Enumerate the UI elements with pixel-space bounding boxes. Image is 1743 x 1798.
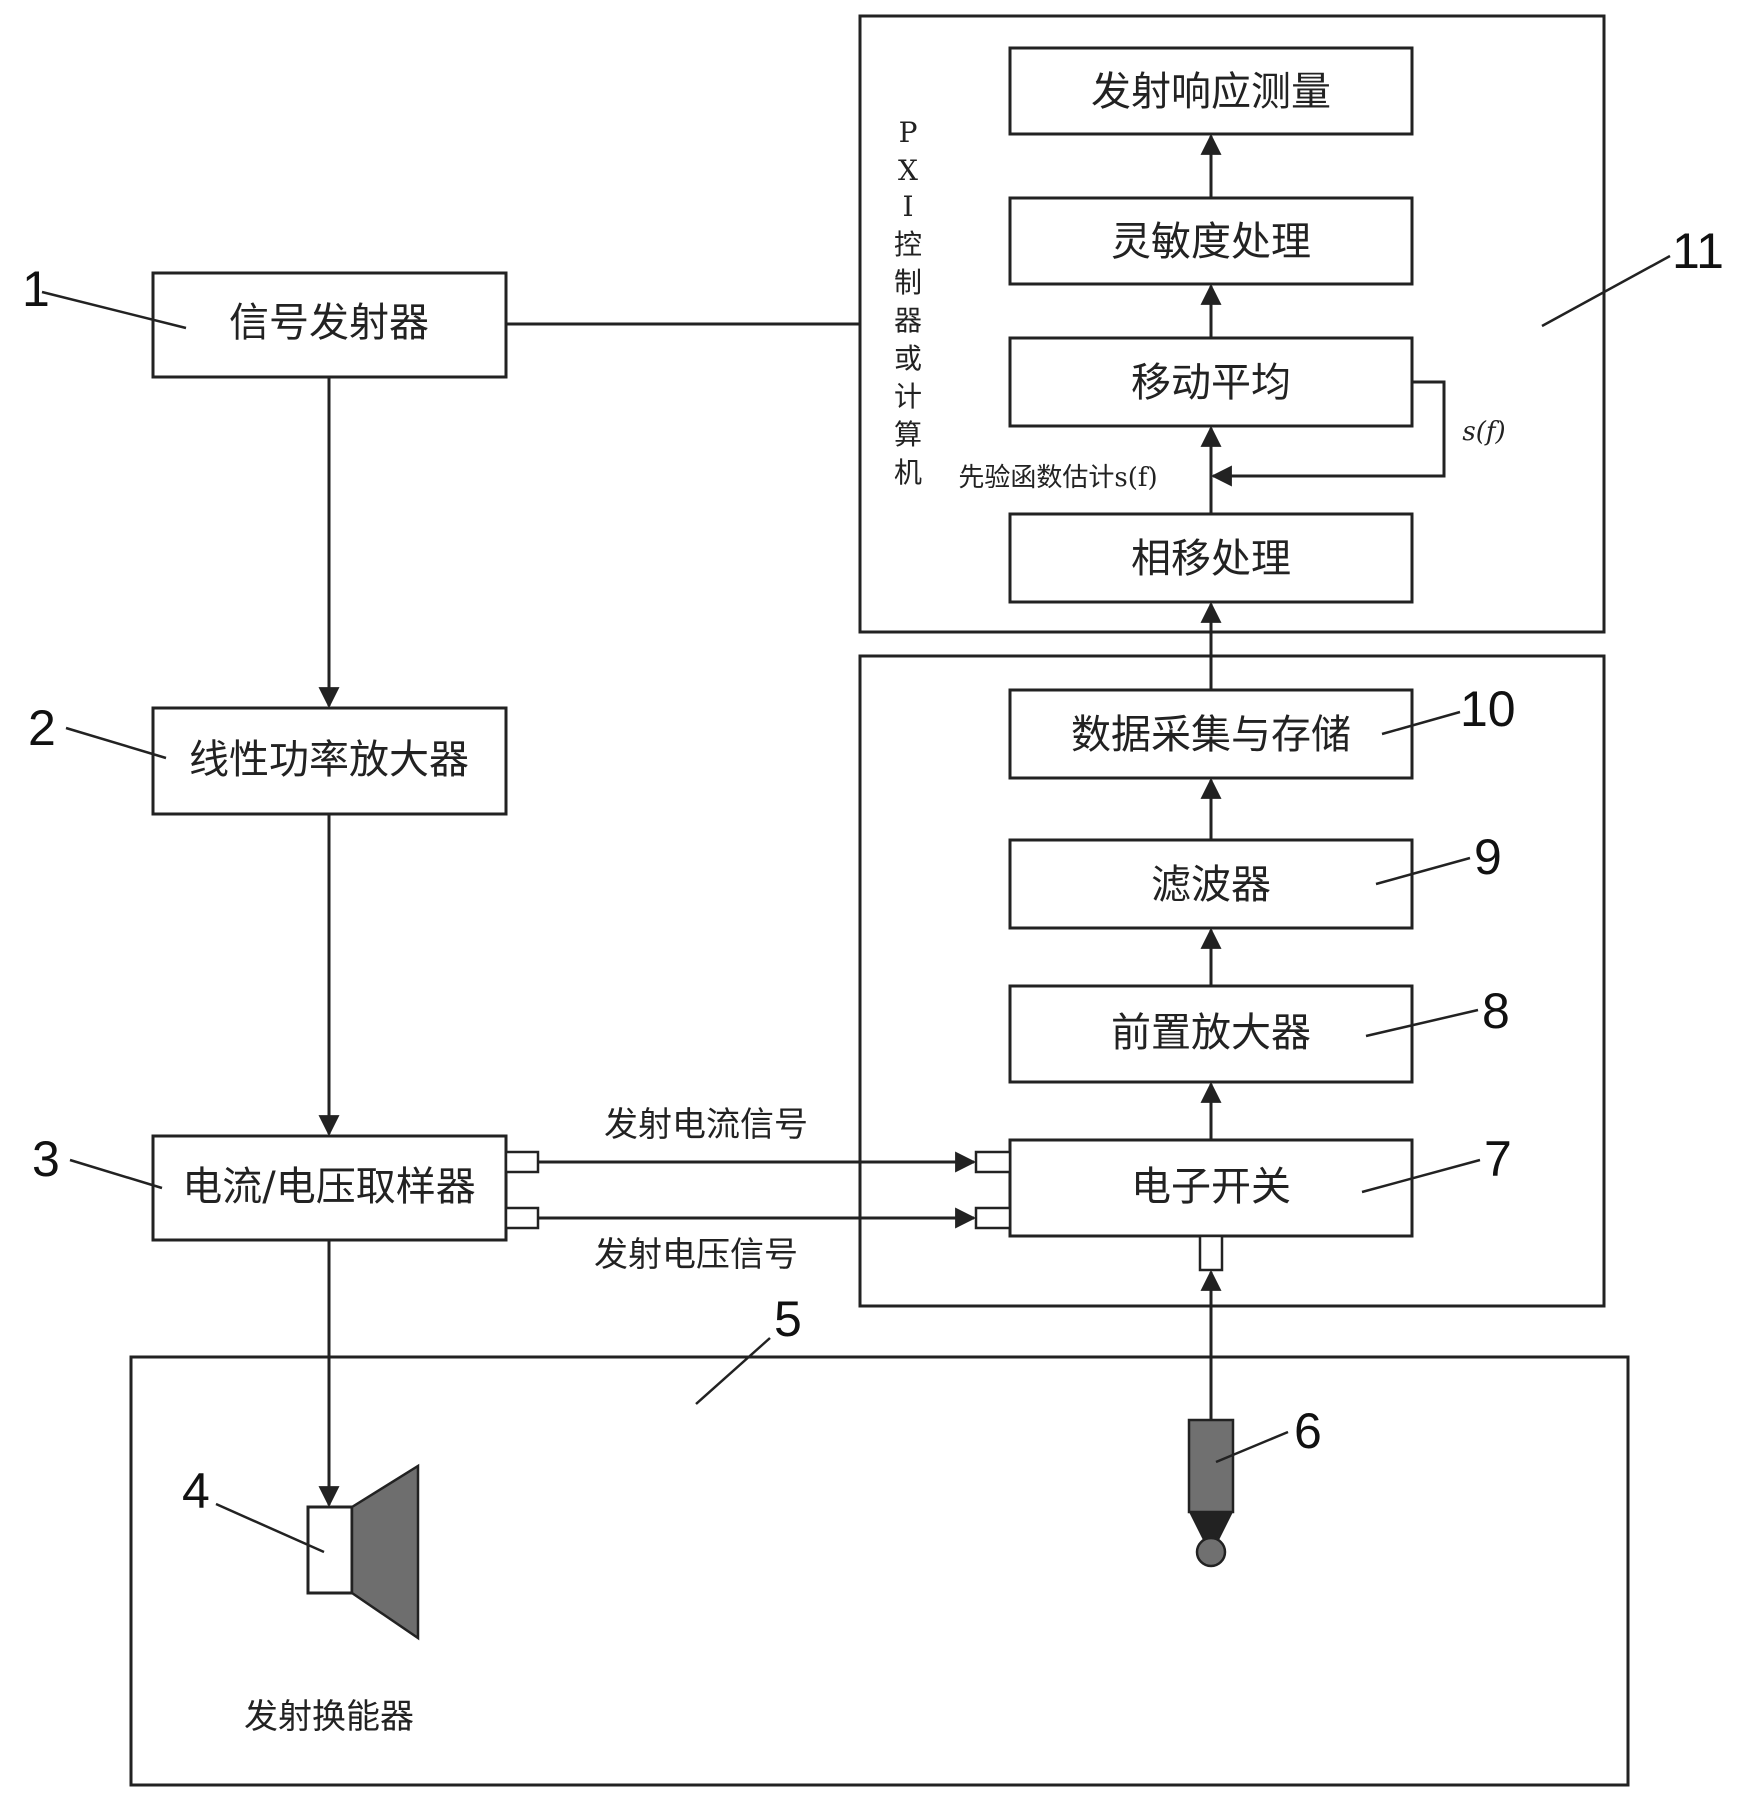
moving-average-feedback-loop xyxy=(1210,380,1446,487)
data-acquisition-label: 数据采集与存储 xyxy=(1071,712,1351,758)
controller-char: I xyxy=(902,190,913,223)
transmit-transducer-label: 发射换能器 xyxy=(244,1697,414,1737)
data-acquisition-block: 数据采集与存储 xyxy=(1008,688,1414,780)
acquisition-frame xyxy=(858,654,1606,1308)
feedback-sf-label: s(f) xyxy=(1462,417,1505,447)
water-tank-frame xyxy=(129,1355,1630,1787)
ref-leader-8 xyxy=(1365,1008,1479,1038)
ref-leader-9 xyxy=(1375,856,1471,886)
current-voltage-sampler-label: 电流/电压取样器 xyxy=(182,1164,475,1210)
controller-char: 计 xyxy=(894,380,922,413)
ref-leader-10 xyxy=(1381,710,1461,736)
linear-power-amplifier-block: 线性功率放大器 xyxy=(151,706,508,816)
transmit-response-label: 发射响应测量 xyxy=(1091,69,1331,115)
controller-char: X xyxy=(898,154,918,187)
current-voltage-sampler-block: 电流/电压取样器 xyxy=(151,1134,508,1242)
prior-function-label: 先验函数估计s(f) xyxy=(958,463,1157,493)
ref-number-6: 6 xyxy=(1294,1403,1322,1459)
ref-number-2: 2 xyxy=(28,700,56,756)
ref-number-11: 11 xyxy=(1672,223,1724,279)
controller-char: 器 xyxy=(894,304,922,337)
hydrophone xyxy=(1187,1418,1235,1568)
switch-voltage-input-port xyxy=(974,1206,1012,1230)
controller-char: 或 xyxy=(894,342,922,375)
signal-generator-block: 信号发射器 xyxy=(151,271,508,379)
ref-number-5: 5 xyxy=(774,1291,802,1347)
filter-label: 滤波器 xyxy=(1151,862,1271,908)
filter-block: 滤波器 xyxy=(1008,838,1414,930)
signal-generator-label: 信号发射器 xyxy=(229,300,429,346)
voltage-output-port xyxy=(504,1206,540,1230)
transmit-response-block: 发射响应测量 xyxy=(1008,46,1414,136)
ref-number-1: 1 xyxy=(22,261,50,317)
ref-number-8: 8 xyxy=(1482,983,1510,1039)
transmit-current-label: 发射电流信号 xyxy=(604,1105,808,1145)
electronic-switch-block: 电子开关 xyxy=(1008,1138,1414,1238)
ref-leader-11 xyxy=(1541,254,1671,328)
controller-char: 制 xyxy=(894,266,922,299)
moving-average-block: 移动平均 xyxy=(1008,336,1414,428)
controller-char: 算 xyxy=(894,418,922,451)
transmit-transducer xyxy=(306,1463,420,1641)
controller-char: P xyxy=(899,116,918,149)
ref-number-3: 3 xyxy=(32,1131,60,1187)
switch-current-input-port xyxy=(974,1150,1012,1174)
current-output-port xyxy=(504,1150,540,1174)
preamplifier-block: 前置放大器 xyxy=(1008,984,1414,1084)
ref-leader-4 xyxy=(215,1502,325,1554)
ref-number-7: 7 xyxy=(1484,1131,1512,1187)
ref-number-9: 9 xyxy=(1474,829,1502,885)
sensitivity-processing-block: 灵敏度处理 xyxy=(1008,196,1414,286)
pxi-controller-vertical-label: P X I 控 制 器 或 计 算 机 xyxy=(894,116,922,489)
ref-leader-6 xyxy=(1215,1430,1289,1464)
ref-leader-2 xyxy=(65,726,167,760)
controller-char: 控 xyxy=(894,228,922,261)
phase-shift-label: 相移处理 xyxy=(1131,536,1291,582)
ref-leader-7 xyxy=(1361,1158,1481,1194)
moving-average-label: 移动平均 xyxy=(1131,360,1291,406)
controller-char: 机 xyxy=(894,456,922,489)
ref-leader-1 xyxy=(41,290,187,330)
transmit-voltage-label: 发射电压信号 xyxy=(594,1235,798,1275)
ref-leader-5 xyxy=(695,1337,771,1405)
linear-power-amplifier-label: 线性功率放大器 xyxy=(189,737,469,783)
ref-number-4: 4 xyxy=(182,1463,210,1519)
switch-hydrophone-input-port xyxy=(1198,1234,1224,1272)
electronic-switch-label: 电子开关 xyxy=(1131,1164,1291,1210)
ref-number-10: 10 xyxy=(1460,681,1516,737)
preamplifier-label: 前置放大器 xyxy=(1111,1010,1311,1056)
sensitivity-processing-label: 灵敏度处理 xyxy=(1111,219,1311,265)
ref-leader-3 xyxy=(69,1158,163,1190)
phase-shift-block: 相移处理 xyxy=(1008,512,1414,604)
